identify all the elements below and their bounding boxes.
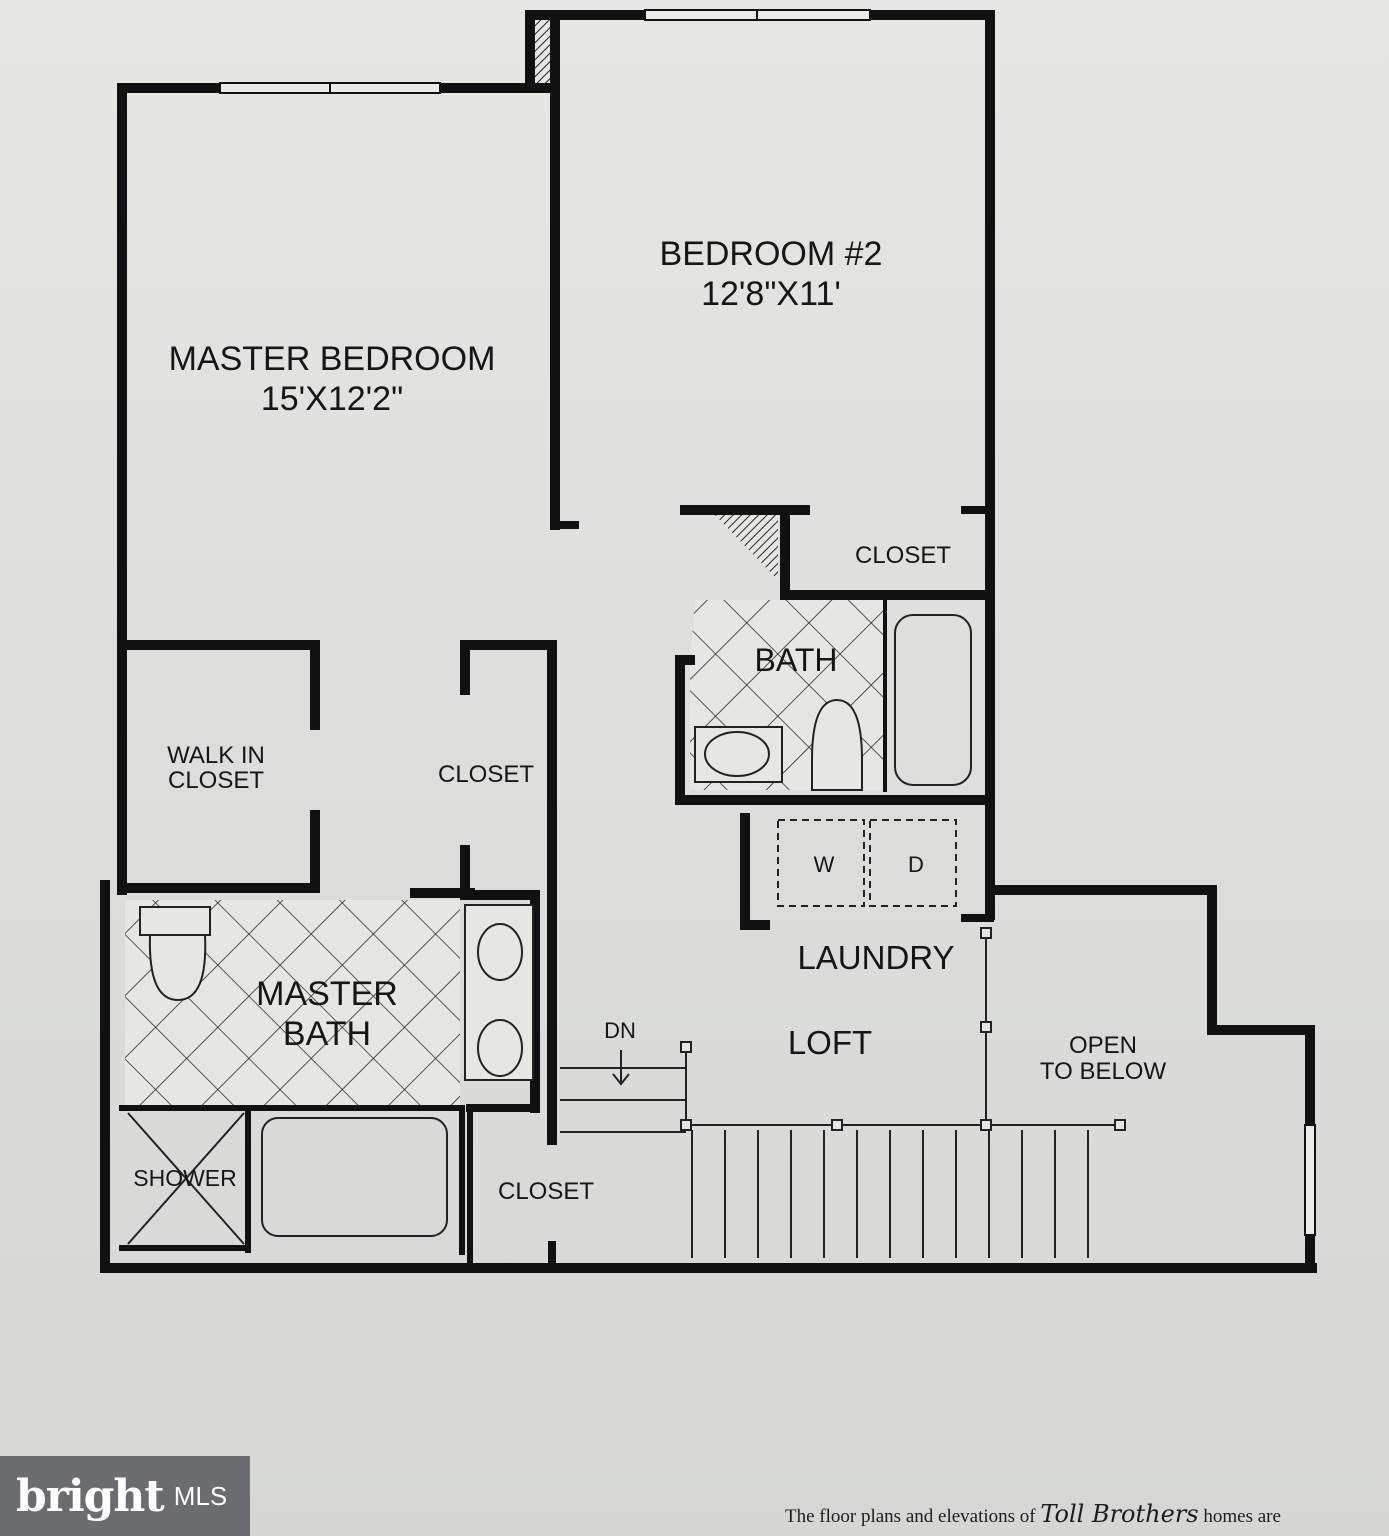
loft-label: LOFT: [788, 1024, 872, 1061]
walk-in-closet-line1: WALK IN: [167, 742, 265, 769]
open-to-below-line1: OPEN: [1069, 1032, 1137, 1059]
shower-label: SHOWER: [133, 1165, 237, 1191]
watermark-brand: bright: [16, 1470, 165, 1522]
disclaimer-brand: Toll Brothers: [1040, 1500, 1199, 1528]
bedroom-2-size: 12'8"X11': [701, 275, 841, 313]
mls-watermark: bright MLS: [0, 1456, 250, 1536]
walk-in-closet-line2: CLOSET: [168, 767, 264, 794]
stair-railing: [560, 927, 1126, 1258]
fixtures: [127, 614, 972, 1245]
master-bath-line2: BATH: [283, 1015, 371, 1053]
disclaimer-prefix: The floor plans and elevations of: [785, 1506, 1036, 1527]
watermark-mls: MLS: [173, 1480, 228, 1511]
stairs-down-label: DN: [604, 1018, 636, 1043]
laundry-label: LAUNDRY: [797, 939, 954, 976]
open-to-below-line2: TO BELOW: [1040, 1058, 1167, 1085]
disclaimer-text: The floor plans and elevations of Toll B…: [785, 1500, 1385, 1528]
windows: [219, 9, 1316, 1236]
washer-label: W: [814, 852, 835, 877]
master-closet-label: CLOSET: [438, 761, 534, 788]
master-bath-line1: MASTER: [256, 975, 398, 1013]
hall-closet-label: CLOSET: [498, 1178, 594, 1205]
chimney-hatch: [532, 20, 778, 580]
dryer-label: D: [908, 852, 924, 877]
disclaimer-suffix: homes are: [1203, 1506, 1281, 1527]
bedroom-2-closet-label: CLOSET: [855, 542, 951, 569]
room-labels: BEDROOM #2 12'8"X11' MASTER BEDROOM 15'X…: [133, 235, 1166, 1205]
bedroom-2-name: BEDROOM #2: [660, 235, 883, 273]
master-bedroom-name: MASTER BEDROOM: [169, 340, 496, 378]
bath-label: BATH: [755, 642, 838, 678]
master-bedroom-size: 15'X12'2": [261, 380, 403, 418]
